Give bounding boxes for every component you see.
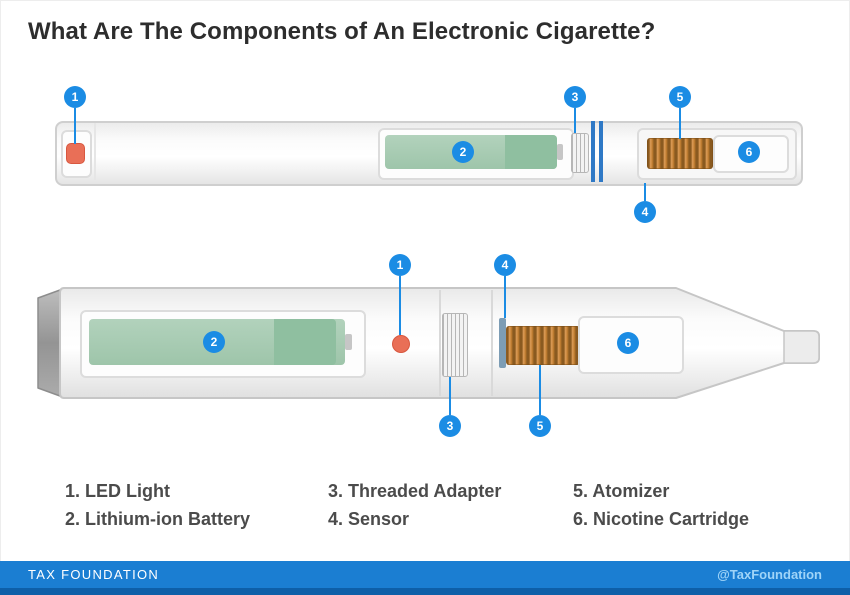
legend-column-2: 3. Threaded Adapter 4. Sensor (328, 477, 501, 533)
led-light-pen (392, 335, 410, 353)
marker-atomizer-pen: 5 (529, 415, 551, 437)
marker-adapter: 3 (564, 86, 586, 108)
lithium-ion-battery (385, 135, 557, 169)
junction-ring-1 (591, 121, 595, 182)
body-seam (94, 123, 96, 180)
battery-band-pen (274, 319, 336, 365)
callout-line-atomizer-pen (539, 365, 541, 415)
callout-line-adapter (574, 108, 576, 133)
marker-led-pen: 1 (389, 254, 411, 276)
threaded-adapter (571, 133, 589, 173)
legend-item-adapter: 3. Threaded Adapter (328, 481, 502, 501)
marker-adapter-pen: 3 (439, 415, 461, 437)
marker-cartridge: 6 (738, 141, 760, 163)
page-title: What Are The Components of An Electronic… (28, 18, 656, 45)
sensor-pen (499, 318, 506, 368)
callout-line-adapter-pen (449, 377, 451, 415)
marker-sensor: 4 (634, 201, 656, 223)
legend-item-battery: 2. Lithium-ion Battery (65, 509, 251, 529)
legend-item-atomizer: 5. Atomizer (573, 481, 670, 501)
battery-band (505, 135, 557, 169)
callout-line-led-pen (399, 276, 401, 335)
marker-battery-pen: 2 (203, 331, 225, 353)
marker-sensor-pen: 4 (494, 254, 516, 276)
callout-line-sensor-pen (504, 276, 506, 318)
atomizer-coil (647, 138, 713, 169)
legend-item-led: 1. LED Light (65, 481, 170, 501)
callout-line-led (74, 108, 76, 144)
legend-column-3: 5. Atomizer 6. Nicotine Cartridge (573, 477, 749, 533)
social-handle: @TaxFoundation (717, 567, 822, 582)
callout-line-sensor (644, 183, 646, 201)
legend-item-sensor: 4. Sensor (328, 509, 410, 529)
legend-item-cartridge: 6. Nicotine Cartridge (573, 509, 750, 529)
marker-battery: 2 (452, 141, 474, 163)
mouthpiece-tip (783, 330, 820, 364)
junction-ring-2 (599, 121, 603, 182)
marker-cartridge-pen: 6 (617, 332, 639, 354)
footer: TAX FOUNDATION @TaxFoundation (0, 561, 850, 588)
marker-atomizer: 5 (669, 86, 691, 108)
marker-led: 1 (64, 86, 86, 108)
battery-terminal (557, 144, 563, 160)
legend-column-1: 1. LED Light 2. Lithium-ion Battery (65, 477, 250, 533)
brand-name: TAX FOUNDATION (28, 567, 160, 582)
battery-terminal-pen (345, 334, 352, 350)
callout-line-atomizer (679, 108, 681, 139)
threaded-adapter-pen (442, 313, 468, 377)
footer-strip (0, 588, 850, 595)
